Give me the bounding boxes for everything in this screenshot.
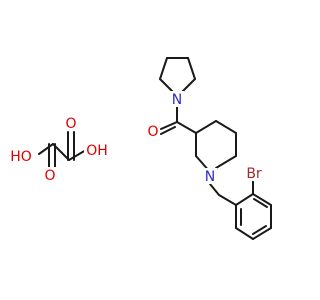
bond-ar-2	[252, 193, 272, 206]
atom-label-o-oxalic-top: O	[65, 116, 76, 132]
main-molecule-bonds	[159, 57, 272, 240]
atom-label-o-oxalic-bottom: O	[44, 168, 55, 184]
oxalic-acid-bonds	[38, 131, 87, 169]
bond-c1-oh	[38, 143, 54, 155]
structure-drawing: O O HO OH N O N Br	[6, 57, 272, 240]
atom-label-oh-oxalic: OH	[86, 143, 108, 159]
chemical-structure-canvas: O O HO OH N O N Br	[6, 57, 272, 240]
bond-ar-4	[252, 227, 272, 240]
atom-label-n-piperidine: N	[205, 169, 215, 185]
bond-ar-inner-2	[252, 225, 267, 235]
bond-pip-2	[215, 120, 237, 134]
bond-pyr-2	[159, 57, 168, 80]
bond-pip-4	[215, 155, 237, 169]
bond-co-double-a	[160, 121, 178, 130]
atom-label-o-carbonyl: O	[147, 124, 158, 140]
bond-pip-1	[195, 120, 217, 134]
atom-label-n-pyrrolidine: N	[172, 92, 182, 108]
bond-carbonyl-c3	[176, 121, 197, 134]
bond-pyr-4	[187, 57, 196, 80]
bond-n-ch2	[209, 183, 220, 196]
atom-label-br: Br	[246, 166, 262, 182]
bond-ch2-ring	[218, 194, 237, 206]
bond-ar-1	[235, 193, 254, 206]
bond-c2-oh	[68, 149, 87, 161]
atom-labels: O O HO OH N O N Br	[6, 91, 265, 185]
bond-ar-inner-1	[253, 198, 268, 208]
bond-co-double-b	[160, 126, 176, 135]
bond-ar-5	[235, 227, 254, 240]
atom-label-ho-oxalic: HO	[10, 149, 32, 165]
